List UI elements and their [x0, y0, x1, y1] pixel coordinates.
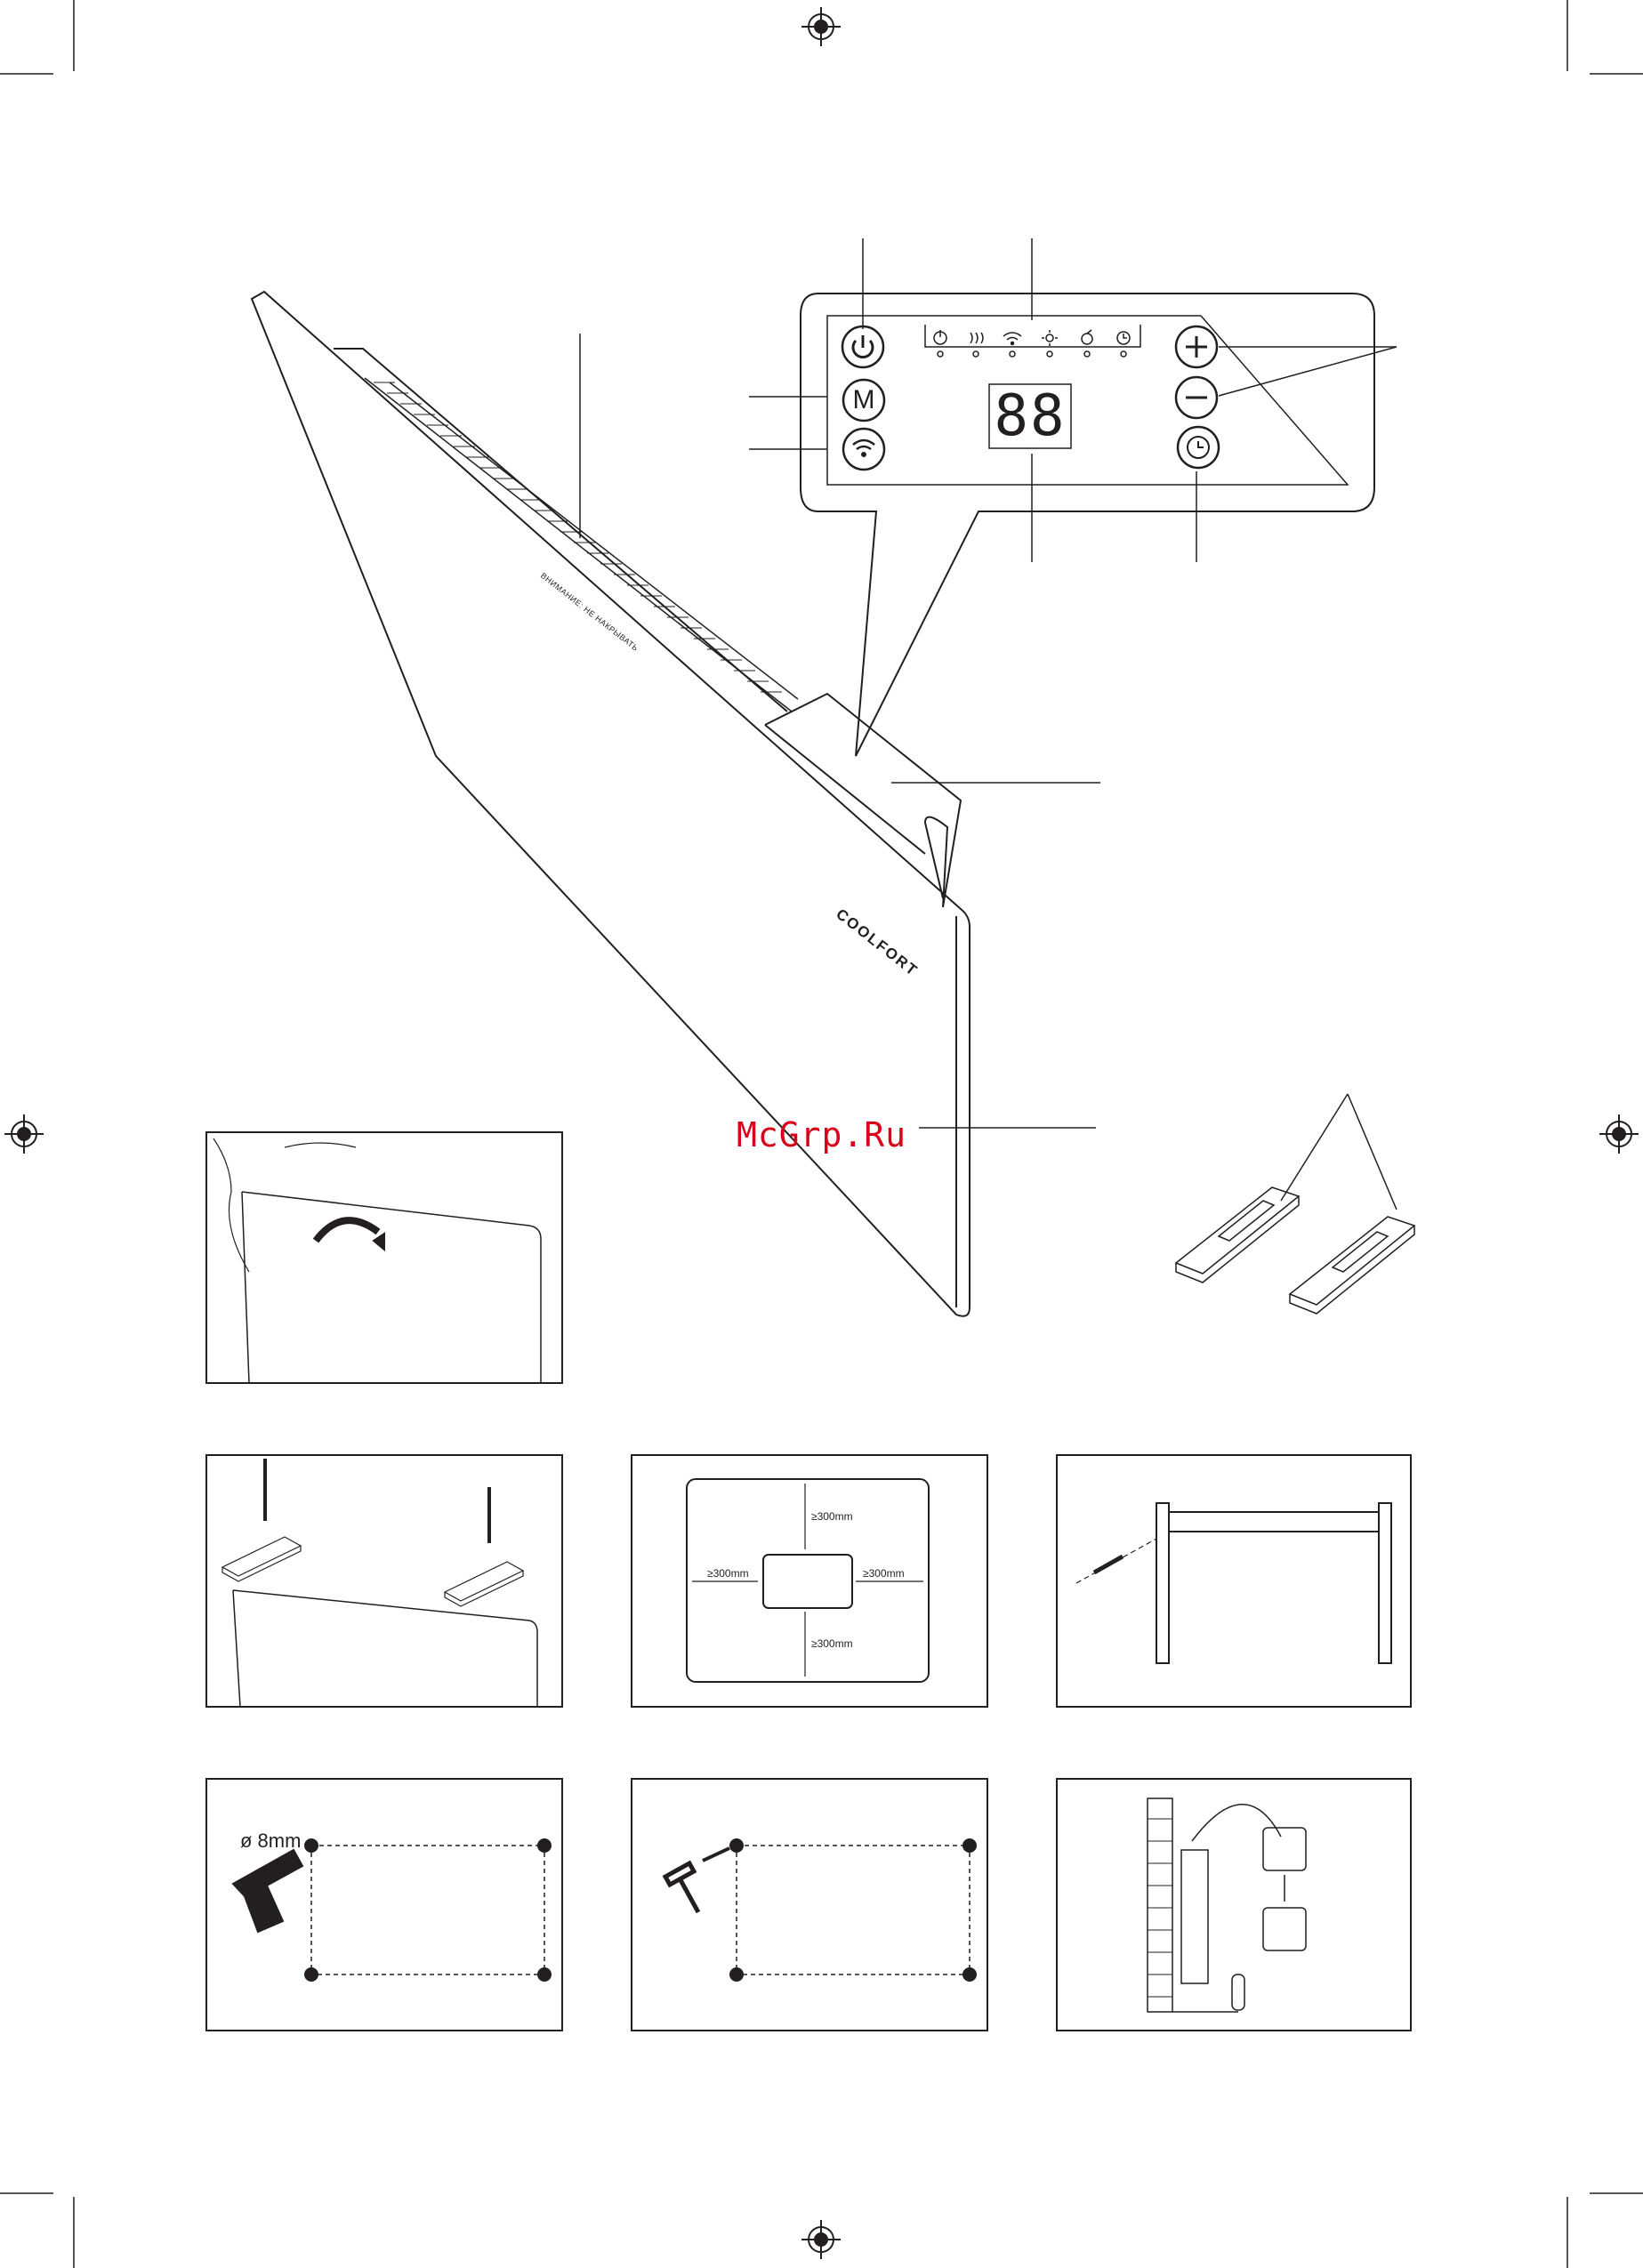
heater-grille — [365, 378, 798, 712]
eco-indicator-icon — [1082, 330, 1092, 357]
panel-mount-feet — [206, 1455, 562, 1707]
control-panel-callout — [801, 294, 1374, 756]
timer-indicator-icon — [1117, 332, 1130, 357]
power-indicator-icon — [934, 330, 946, 357]
panel-bracket — [1057, 1455, 1411, 1707]
panel-drill — [206, 1779, 562, 2031]
leader-lines — [580, 238, 1397, 1210]
plus-button[interactable] — [1176, 326, 1217, 367]
clearance-top-label: ≥300mm — [811, 1510, 853, 1523]
sun-indicator-icon — [1042, 330, 1058, 357]
wifi-indicator-icon — [1003, 333, 1021, 357]
watermark-text: McGrp.Ru — [737, 1115, 906, 1154]
clearance-left-label: ≥300mm — [707, 1567, 749, 1580]
registration-mark-top — [801, 7, 841, 46]
mode-button-label[interactable]: M — [843, 380, 884, 421]
panel-hang — [1057, 1779, 1411, 2031]
minus-button[interactable] — [1176, 377, 1217, 418]
panel-clearance — [632, 1455, 987, 1707]
registration-mark-left — [4, 1114, 44, 1154]
registration-mark-bottom — [801, 2220, 841, 2259]
drill-diameter-label: ø 8mm — [240, 1830, 301, 1853]
grille-hatching — [374, 382, 782, 692]
clearance-bottom-label: ≥300mm — [811, 1637, 853, 1650]
registration-mark-right — [1599, 1114, 1639, 1154]
wifi-button[interactable] — [843, 429, 884, 470]
panel-dowels — [632, 1779, 987, 2031]
heater-illustration — [252, 292, 970, 1316]
clearance-right-label: ≥300mm — [863, 1567, 905, 1580]
feet-illustration — [1176, 1187, 1414, 1314]
heat-indicator-icon — [970, 333, 983, 357]
temperature-display: 88 — [989, 384, 1071, 448]
panel-carry — [206, 1132, 562, 1383]
timer-button[interactable] — [1178, 427, 1219, 468]
indicator-row — [934, 330, 1130, 357]
power-button[interactable] — [842, 326, 883, 367]
